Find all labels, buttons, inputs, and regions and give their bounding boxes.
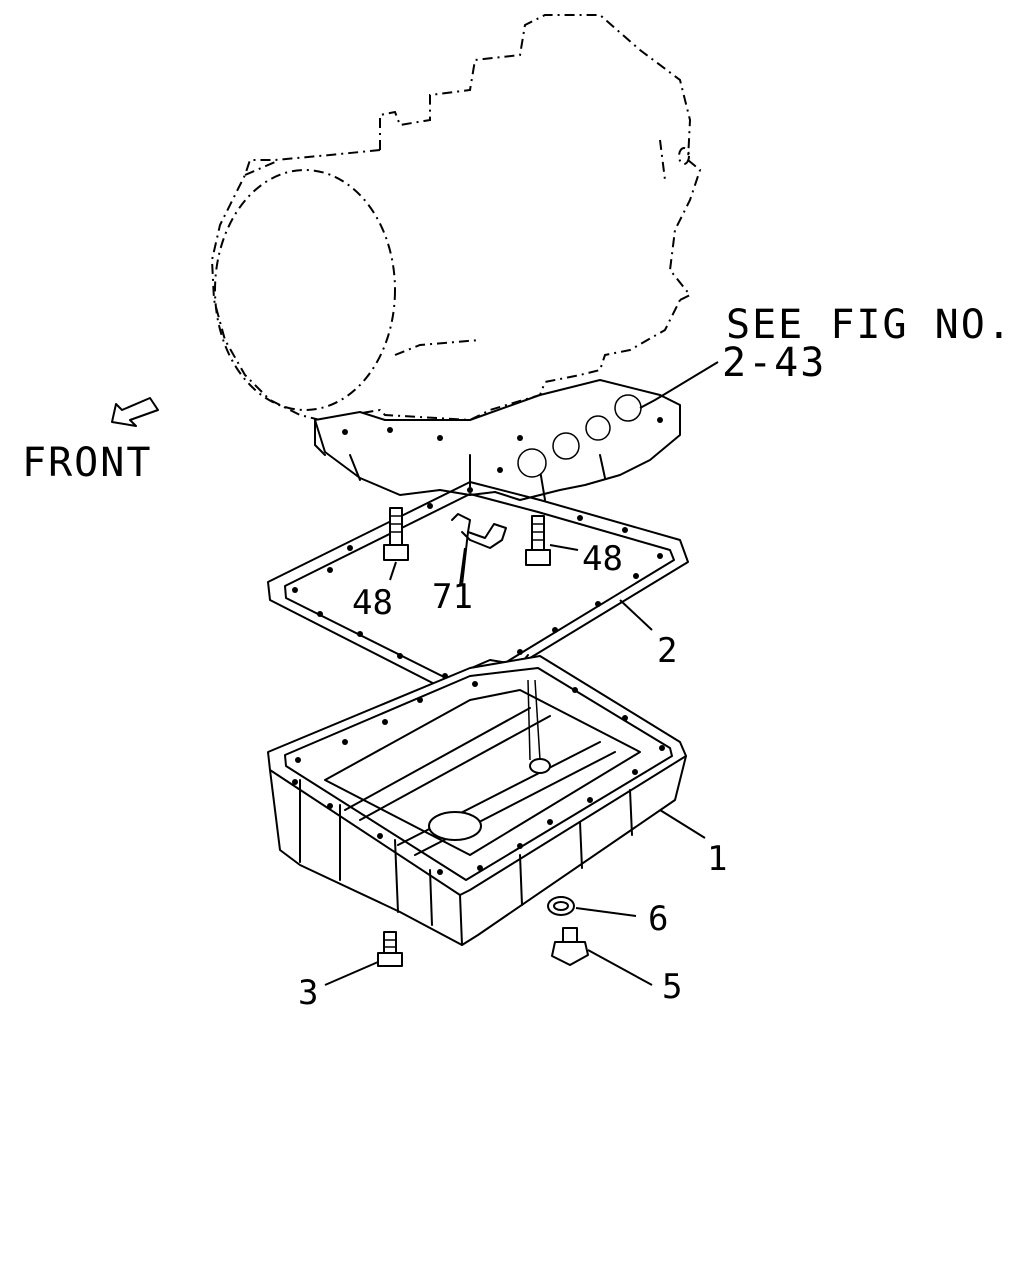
front-label: FRONT xyxy=(22,440,152,486)
bolt-left xyxy=(383,507,409,561)
gasket-bolt-holes xyxy=(292,487,663,679)
leader-lines xyxy=(324,361,719,986)
pan-gasket xyxy=(267,481,689,699)
drain-plug xyxy=(551,927,589,966)
pan-bolt xyxy=(377,931,403,967)
transmission-housing xyxy=(210,14,702,422)
callout-bolt-right: 48 xyxy=(582,539,623,579)
see-fig-line2: 2-43 xyxy=(722,340,826,386)
callout-drain-plug: 5 xyxy=(662,967,682,1007)
valve-body xyxy=(314,379,681,501)
callout-bolt-left: 48 xyxy=(352,583,393,623)
callout-oil-pan: 1 xyxy=(707,839,727,879)
callout-bracket: 71 xyxy=(432,577,473,617)
callout-gasket: 2 xyxy=(657,631,677,671)
see-fig-line1: SEE FIG NO. xyxy=(726,302,1013,348)
front-arrow-icon xyxy=(111,397,159,427)
oil-pan xyxy=(267,655,687,946)
bracket xyxy=(451,513,507,586)
callout-drain-washer: 6 xyxy=(648,899,668,939)
pan-bolt-holes xyxy=(292,681,665,875)
bolt-right xyxy=(525,515,551,566)
callout-pan-bolt: 3 xyxy=(298,973,318,1013)
drain-washer xyxy=(547,896,575,916)
